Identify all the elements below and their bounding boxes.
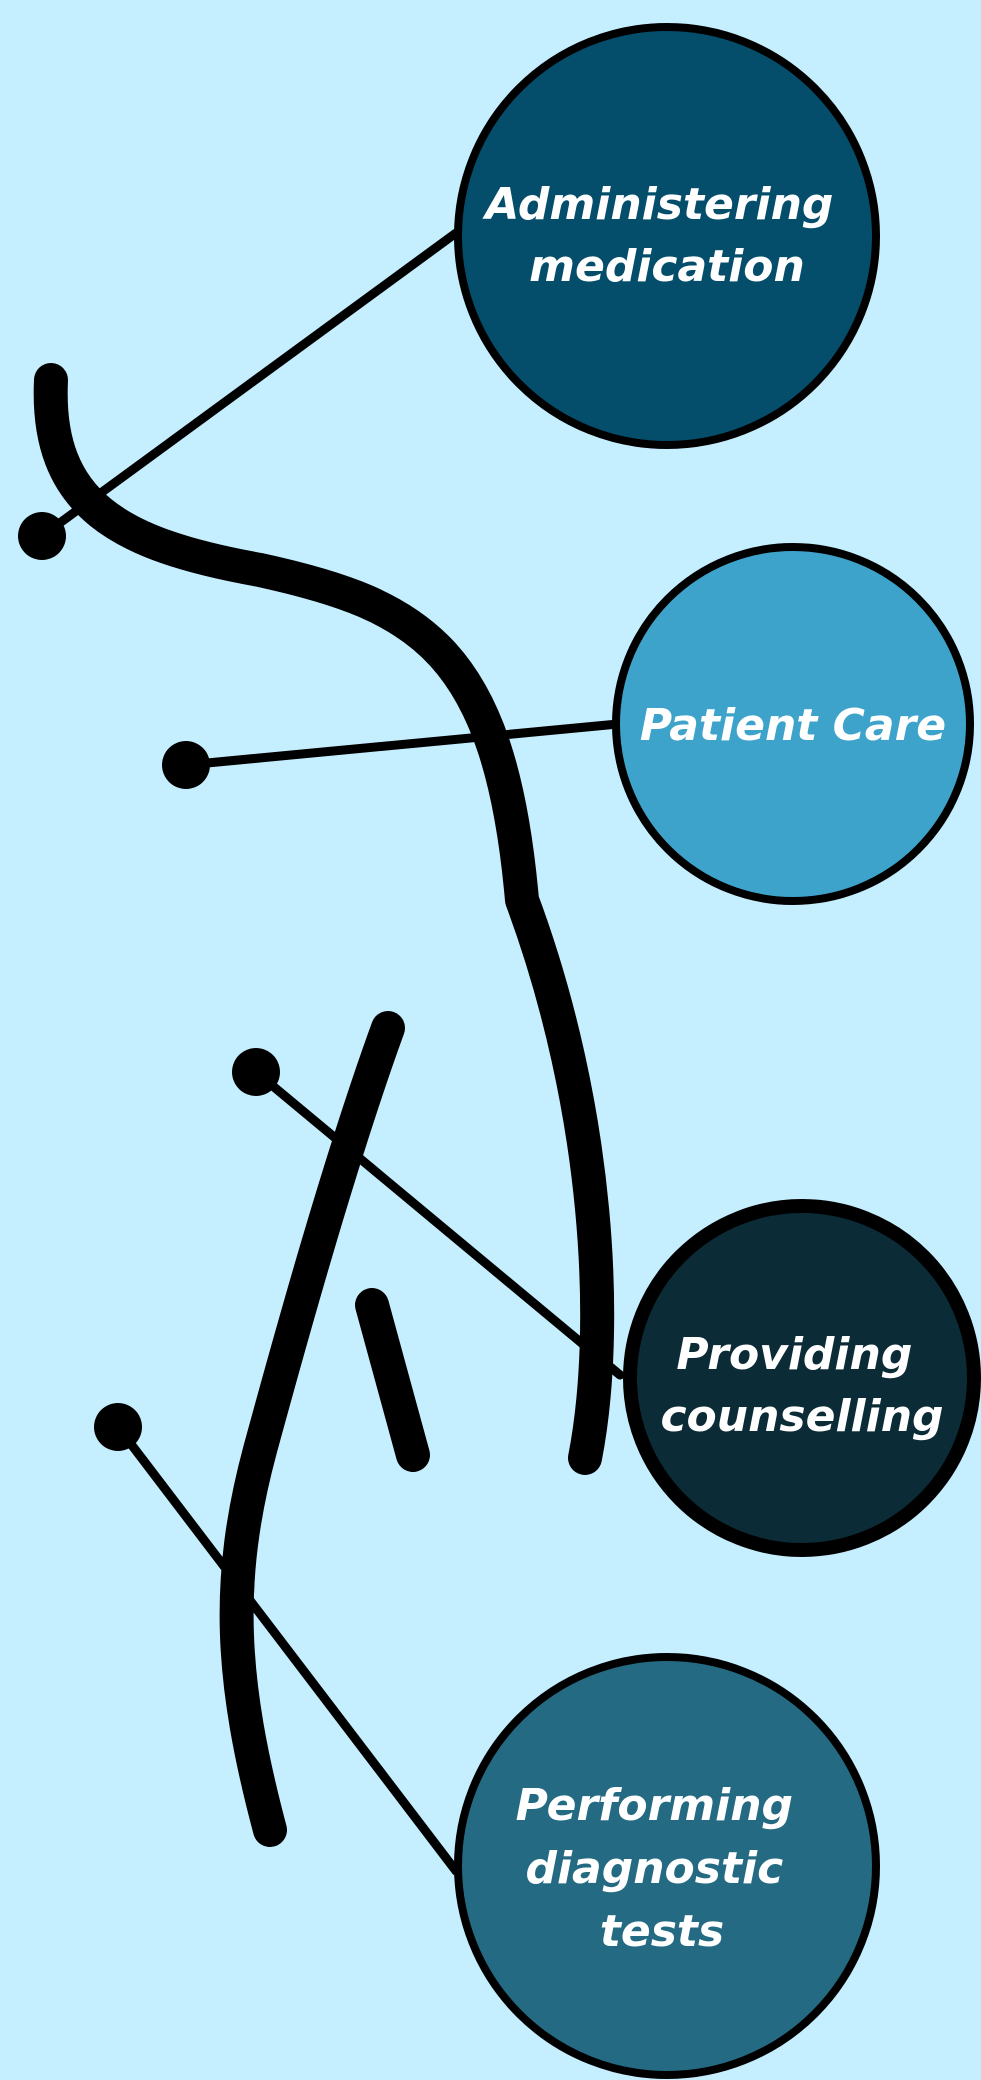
node-label-line: Patient Care <box>640 700 946 751</box>
node-label-line: diagnostic <box>525 1843 783 1894</box>
dot-providing-counselling <box>232 1048 280 1096</box>
connector-performing-diagnostic-tests <box>113 1422 461 1876</box>
node-circle <box>454 1653 880 2079</box>
node-performing-diagnostic-tests: Performing diagnostic tests <box>454 1653 880 2079</box>
dot-performing-diagnostic-tests <box>94 1403 142 1451</box>
connector-patient-care <box>181 719 623 770</box>
node-label-line: counselling <box>660 1391 943 1442</box>
node-label-line: tests <box>600 1906 724 1957</box>
endpoint-dots <box>18 512 280 1451</box>
node-label-line: Providing <box>676 1329 912 1380</box>
node-label: Patient Care <box>640 700 946 751</box>
node-patient-care: Patient Care <box>612 543 974 905</box>
dot-patient-care <box>162 741 210 789</box>
node-providing-counselling: Providing counselling <box>623 1199 981 1557</box>
connectors <box>37 228 625 1876</box>
node-circle <box>623 1199 981 1557</box>
dot-administering-medication <box>18 512 66 560</box>
curve-stroke-left <box>219 1011 405 1847</box>
node-administering-medication: Administering medication <box>454 23 880 449</box>
node-circle <box>454 23 880 449</box>
node-label-line: Performing <box>516 1780 793 1831</box>
node-label: Performing diagnostic tests <box>516 1780 809 1957</box>
short-stroke <box>355 1288 430 1472</box>
connector-administering-medication <box>37 228 461 541</box>
connector-providing-counselling <box>251 1067 625 1380</box>
decorative-strokes <box>33 363 615 1847</box>
curve-stroke-upper <box>33 363 615 1475</box>
node-label-line: Administering <box>482 179 833 230</box>
node-label: Administering medication <box>482 179 849 292</box>
node-circle <box>612 543 974 905</box>
node-label-line: medication <box>529 241 805 292</box>
node-label: Providing counselling <box>660 1329 943 1442</box>
